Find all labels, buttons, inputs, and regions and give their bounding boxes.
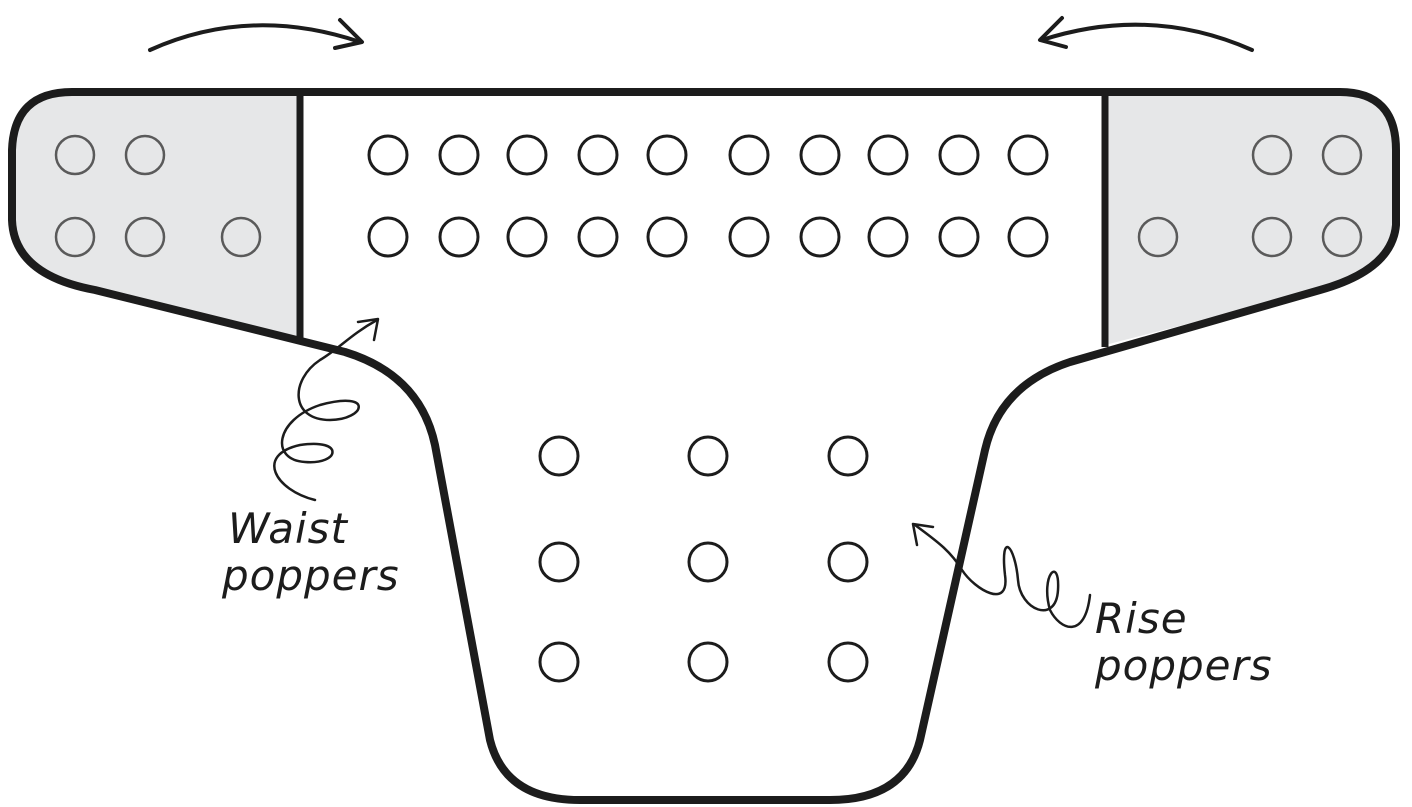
- rise-popper: [538, 641, 580, 683]
- wing-popper: [54, 216, 96, 258]
- waist-popper: [506, 134, 548, 176]
- waist-label-line2: poppers: [221, 551, 400, 600]
- fold-arrow-right: [1038, 16, 1254, 52]
- rise-popper: [827, 641, 869, 683]
- waist-poppers: [367, 134, 1049, 258]
- waist-popper: [938, 216, 980, 258]
- rise-popper: [827, 541, 869, 583]
- waist-popper: [646, 216, 688, 258]
- wing-popper: [124, 216, 166, 258]
- waist-popper: [367, 216, 409, 258]
- rise-popper: [538, 435, 580, 477]
- right-wing-poppers: [1137, 134, 1363, 258]
- rise-popper: [538, 541, 580, 583]
- waist-popper: [867, 216, 909, 258]
- rise-popper: [687, 435, 729, 477]
- fold-arrow-left: [148, 18, 364, 52]
- rise-label-line1: Rise: [1095, 594, 1188, 643]
- waist-popper: [646, 134, 688, 176]
- waist-popper: [1007, 134, 1049, 176]
- wing-popper: [1321, 134, 1363, 176]
- wing-popper: [220, 216, 262, 258]
- rise-poppers-label: Rise poppers: [1094, 594, 1273, 690]
- wing-popper: [1321, 216, 1363, 258]
- waist-popper: [1007, 216, 1049, 258]
- rise-popper: [687, 541, 729, 583]
- waist-callout-arrow: [273, 317, 380, 502]
- rise-callout-arrow: [911, 522, 1092, 629]
- waist-popper: [367, 134, 409, 176]
- waist-popper: [799, 216, 841, 258]
- waist-label-line1: Waist: [228, 504, 349, 553]
- waist-popper: [728, 216, 770, 258]
- waist-popper: [938, 134, 980, 176]
- left-wing-poppers: [54, 134, 262, 258]
- wing-popper: [1251, 216, 1293, 258]
- rise-popper: [827, 435, 869, 477]
- waist-poppers-label: Waist poppers: [221, 504, 400, 600]
- rise-label-line2: poppers: [1094, 641, 1273, 690]
- waist-popper: [577, 216, 619, 258]
- waist-popper: [799, 134, 841, 176]
- waist-popper: [438, 216, 480, 258]
- rise-popper: [687, 641, 729, 683]
- waist-popper: [728, 134, 770, 176]
- wing-popper: [1137, 216, 1179, 258]
- wing-popper: [54, 134, 96, 176]
- left-wing-panel: [12, 92, 300, 342]
- rise-poppers: [538, 435, 869, 683]
- waist-popper: [577, 134, 619, 176]
- waist-popper: [438, 134, 480, 176]
- nappy-outline: [8, 88, 1400, 804]
- waist-popper: [867, 134, 909, 176]
- waist-popper: [506, 216, 548, 258]
- wing-popper: [1251, 134, 1293, 176]
- wing-popper: [124, 134, 166, 176]
